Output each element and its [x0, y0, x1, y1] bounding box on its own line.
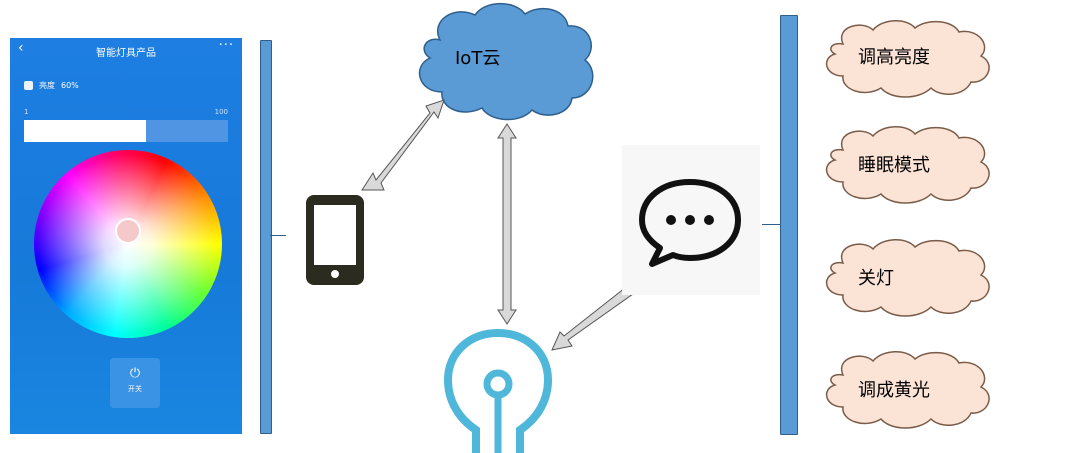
command-label-sleep: 睡眠模式: [858, 151, 930, 177]
command-label-yellow-light: 调成黄光: [858, 376, 930, 402]
iot-cloud-shape: [420, 4, 593, 120]
iot-cloud-label: IoT云: [455, 44, 500, 70]
command-label-brighten: 调高亮度: [858, 43, 930, 69]
command-cloud-lights-off: [827, 240, 990, 316]
right-bracket-tick: [762, 224, 780, 225]
command-label-lights-off: 关灯: [858, 264, 894, 290]
command-clouds: [827, 21, 990, 428]
arrow-phone-cloud: [362, 100, 444, 190]
right-bracket: [780, 15, 798, 435]
smartphone-icon: [306, 195, 364, 285]
lightbulb-icon: [448, 333, 548, 453]
speech-bubble-icon: [622, 145, 760, 295]
arrow-cloud-bulb: [498, 124, 516, 324]
